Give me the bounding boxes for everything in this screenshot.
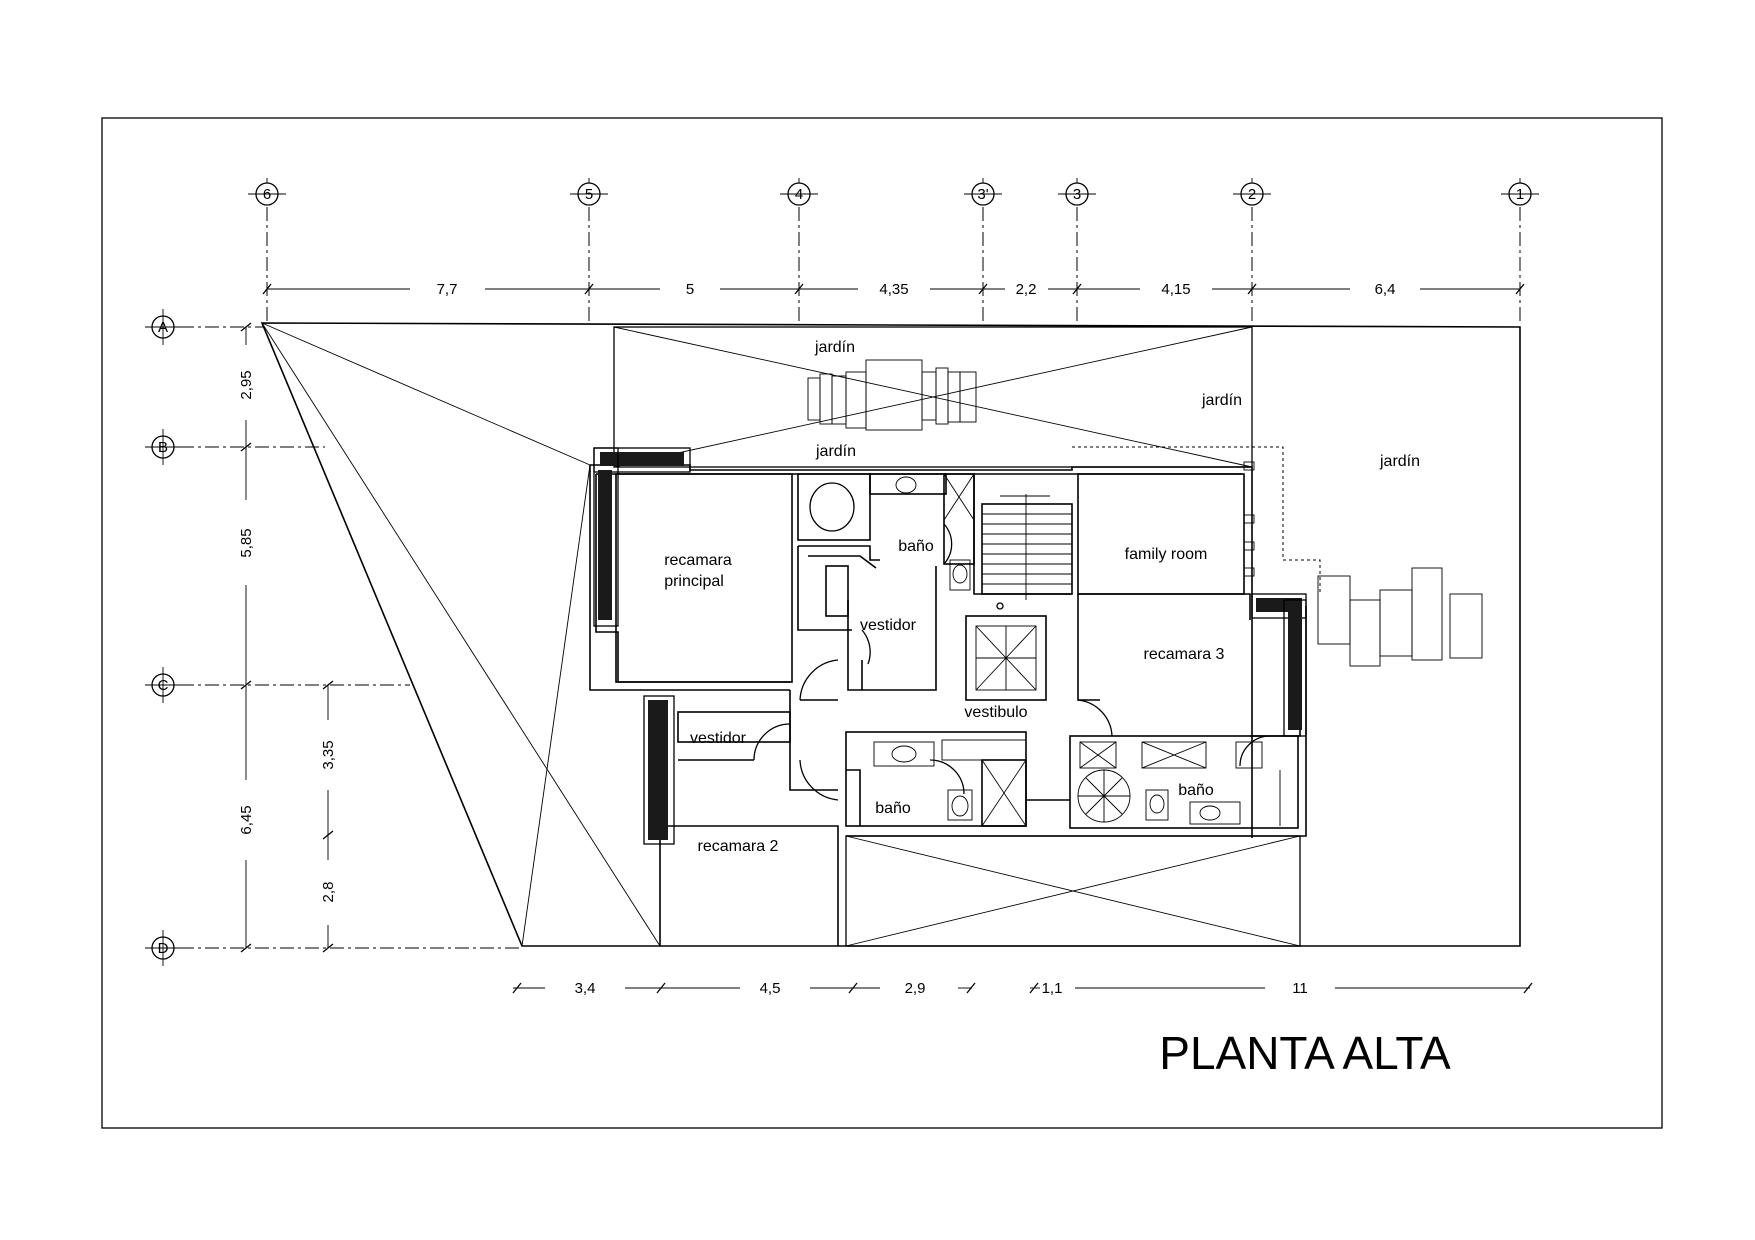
dim-bottom-1: 3,4 — [575, 980, 596, 997]
label-recamara-3: recamara 3 — [1144, 646, 1225, 663]
axis-bubble-D: D — [145, 930, 181, 966]
dim-inner-2: 2,8 — [320, 882, 337, 903]
axis-bubble-5: 5 — [570, 178, 608, 206]
axis-bubble-1: 1 — [1501, 178, 1539, 206]
svg-text:2: 2 — [1248, 186, 1256, 203]
label-recamara-2: recamara 2 — [698, 838, 779, 855]
dim-left-3: 6,45 — [238, 805, 255, 834]
label-recamara-principal-1: recamara — [664, 552, 732, 569]
grid-axes: 6 5 4 3' 3 2 1 — [145, 178, 1539, 966]
dim-left-1: 2,95 — [238, 370, 255, 399]
svg-text:D: D — [158, 940, 169, 957]
dim-left-2: 5,85 — [238, 528, 255, 557]
dimension-top: 7,7 5 4,35 2,2 4,15 6,4 — [262, 281, 1525, 298]
room-labels: jardín jardín jardín jardín recamara pri… — [664, 339, 1420, 855]
dim-inner-1: 3,35 — [320, 740, 337, 769]
svg-text:5: 5 — [585, 186, 593, 203]
dim-bottom-2: 4,5 — [760, 980, 781, 997]
label-vestidor-2: vestidor — [690, 730, 747, 747]
svg-text:B: B — [158, 439, 168, 456]
dim-bottom-3: 2,9 — [905, 980, 926, 997]
building-walls — [589, 464, 1307, 946]
dim-bottom-5: 11 — [1292, 980, 1308, 997]
dim-top-1: 7,7 — [437, 281, 458, 298]
stepping-stones-top — [807, 359, 977, 431]
dim-top-4: 2,2 — [1016, 281, 1037, 298]
dimension-bottom: 3,4 4,5 2,9 1,1 11 — [512, 980, 1533, 997]
planter-right — [1251, 593, 1307, 737]
svg-text:3: 3 — [1073, 186, 1081, 203]
axis-bubble-3-prime: 3' — [964, 178, 1002, 206]
axis-bubble-2: 2 — [1233, 178, 1271, 206]
void-top — [613, 326, 1253, 468]
drawing-title: PLANTA ALTA — [1159, 1027, 1451, 1079]
svg-text:3': 3' — [977, 186, 988, 203]
svg-text:6: 6 — [263, 186, 271, 203]
label-jardin-top-right: jardín — [1201, 392, 1242, 409]
void-bottom — [845, 835, 1301, 947]
svg-text:4: 4 — [795, 186, 803, 203]
dimension-left-inner: 3,35 2,8 — [320, 680, 337, 953]
label-jardin-inner: jardín — [815, 443, 856, 460]
dim-top-2: 5 — [686, 281, 694, 298]
axis-bubble-B: B — [145, 429, 181, 465]
dim-bottom-4: 1,1 — [1042, 980, 1063, 997]
label-bano-2: baño — [875, 800, 911, 817]
label-vestidor-1: vestidor — [860, 617, 917, 634]
dim-top-6: 6,4 — [1375, 281, 1396, 298]
dim-top-3: 4,35 — [879, 281, 908, 298]
label-jardin-right: jardín — [1379, 453, 1420, 470]
axis-bubble-3: 3 — [1058, 178, 1096, 206]
label-recamara-principal-2: principal — [664, 573, 724, 590]
pergola-outline — [1072, 446, 1321, 595]
label-bano-1: baño — [898, 538, 934, 555]
dim-top-5: 4,15 — [1161, 281, 1190, 298]
planter-left — [643, 695, 675, 845]
planter-top-left — [593, 447, 691, 627]
label-bano-3: baño — [1178, 782, 1214, 799]
label-vestibulo: vestibulo — [964, 704, 1027, 721]
svg-text:1: 1 — [1516, 186, 1524, 203]
axis-bubble-6: 6 — [248, 178, 286, 206]
drawing-frame — [101, 117, 1663, 1129]
site-outline — [260, 322, 1521, 947]
label-jardin-top: jardín — [814, 339, 855, 356]
svg-text:C: C — [158, 677, 169, 694]
dimension-left-outer: 2,95 5,85 6,45 — [238, 322, 255, 953]
stepping-stones-right — [1317, 567, 1483, 667]
axis-bubble-A: A — [145, 309, 181, 345]
svg-text:A: A — [158, 319, 168, 336]
label-family-room: family room — [1125, 546, 1208, 563]
axis-bubble-C: C — [145, 667, 181, 703]
axis-bubble-4: 4 — [780, 178, 818, 206]
